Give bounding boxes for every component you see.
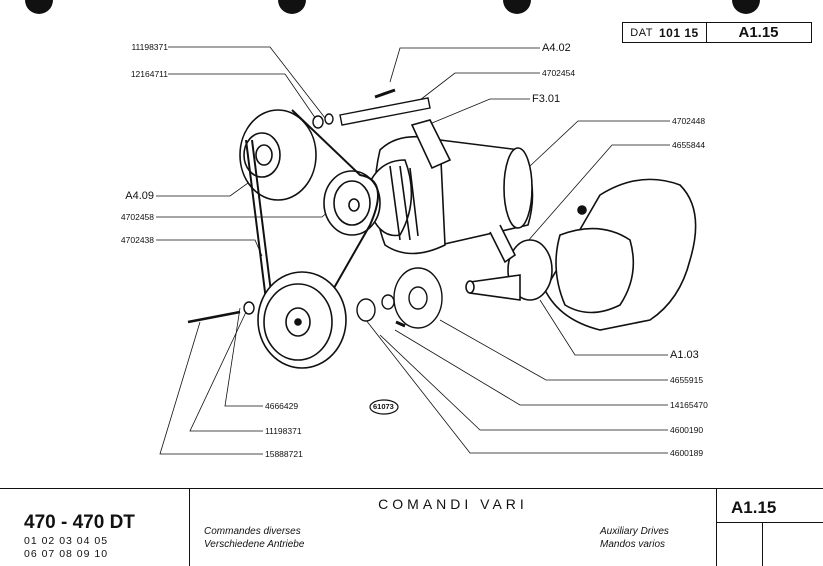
exploded-view-drawing xyxy=(156,46,697,455)
lower-pulley xyxy=(257,271,347,369)
label-4666429: 4666429 xyxy=(265,401,299,411)
label-4655915: 4655915 xyxy=(670,375,704,385)
title-area: COMANDI VARI Commandes diverses Verschie… xyxy=(190,488,716,566)
hub-flange xyxy=(393,267,443,329)
label-11198371-bottom: 11198371 xyxy=(265,426,302,436)
model-name: 470 - 470 DT xyxy=(24,512,135,533)
label-f301: F3.01 xyxy=(532,93,561,105)
footer-page-code: A1.15 xyxy=(731,498,777,517)
label-a103: A1.03 xyxy=(670,349,699,361)
dat-prefix: DAT xyxy=(630,26,653,39)
section-title: COMANDI VARI xyxy=(378,496,528,512)
binder-hole-1 xyxy=(25,0,53,14)
dat-number: 101 15 xyxy=(658,25,699,40)
title-spanish: Mandos varios xyxy=(600,539,666,550)
footer-divider-left xyxy=(189,488,190,566)
stamp-number: 61073 xyxy=(373,402,394,411)
label-4655844: 4655844 xyxy=(672,140,706,150)
label-a409: A4.09 xyxy=(125,190,154,202)
label-4702448: 4702448 xyxy=(672,116,706,126)
label-4702454: 4702454 xyxy=(542,68,576,78)
label-a402: A4.02 xyxy=(542,42,571,54)
page-code: A1.15 xyxy=(738,24,779,41)
label-14165470: 14165470 xyxy=(670,400,708,410)
footer-code-rule xyxy=(716,522,823,523)
title-block: 470 - 470 DT 01 02 03 04 05 06 07 08 09 … xyxy=(0,488,823,566)
title-french: Commandes diverses xyxy=(204,526,301,537)
alternator-pulley xyxy=(323,170,381,236)
title-german: Verschiedene Antriebe xyxy=(204,539,305,550)
variants-row-1: 01 02 03 04 05 xyxy=(24,535,109,547)
page-code-box: A1.15 xyxy=(706,22,812,43)
footer-top-rule xyxy=(0,488,823,489)
binder-hole-3 xyxy=(503,0,531,14)
hardware xyxy=(187,88,431,328)
alternator xyxy=(364,119,534,264)
binder-hole-2 xyxy=(278,0,306,14)
stamp-oval xyxy=(369,399,399,415)
footer-divider-right xyxy=(716,488,717,566)
label-4702458: 4702458 xyxy=(120,212,154,222)
variants-row-2: 06 07 08 09 10 xyxy=(24,548,109,560)
label-11198371-top: 11198371 xyxy=(131,42,168,52)
binder-hole-4 xyxy=(732,0,760,14)
footer-code-divider xyxy=(762,522,763,566)
label-4702438: 4702438 xyxy=(120,235,154,245)
title-english: Auxiliary Drives xyxy=(600,526,669,537)
label-4600190: 4600190 xyxy=(670,425,704,435)
label-12164711: 12164711 xyxy=(130,69,168,79)
label-4600189: 4600189 xyxy=(670,448,704,458)
dat-reference-box: DAT 101 15 xyxy=(622,22,707,43)
label-15888721: 15888721 xyxy=(265,449,303,459)
crankshaft xyxy=(465,178,697,331)
